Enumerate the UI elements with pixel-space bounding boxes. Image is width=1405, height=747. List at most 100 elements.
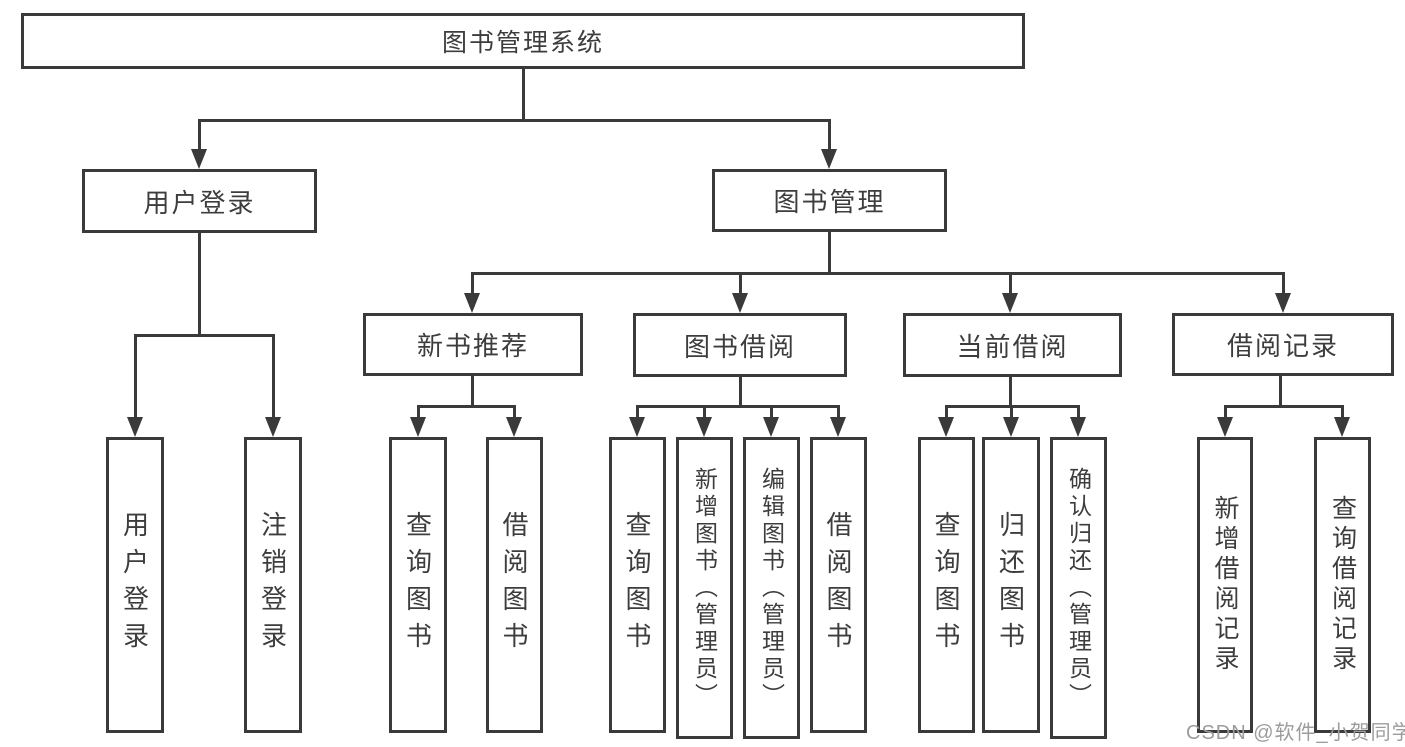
connector-bar bbox=[133, 333, 275, 337]
arrow-shaft bbox=[1281, 273, 1285, 293]
arrow-shaft bbox=[1008, 273, 1012, 293]
arrow-head-icon bbox=[732, 293, 748, 313]
arrow-head-icon bbox=[696, 417, 712, 437]
arrow-head-icon bbox=[938, 417, 954, 437]
node-current-borrow: 当前借阅 bbox=[903, 313, 1122, 377]
arrow-shaft bbox=[944, 406, 948, 417]
node-leaf-borrow-book: 借阅图书 bbox=[810, 437, 867, 733]
node-root: 图书管理系统 bbox=[21, 13, 1025, 69]
node-leaf-return-book: 归还图书 bbox=[982, 437, 1040, 733]
node-new-book: 新书推荐 bbox=[363, 313, 583, 376]
connector-arrow bbox=[1275, 273, 1291, 313]
arrow-head-icon bbox=[629, 417, 645, 437]
node-book-mgmt: 图书管理 bbox=[712, 169, 947, 232]
connector-stub bbox=[521, 69, 525, 121]
arrow-head-icon bbox=[1070, 417, 1086, 437]
node-book-borrow: 图书借阅 bbox=[633, 313, 847, 377]
connector-bar bbox=[470, 271, 1285, 275]
connector-bar bbox=[1223, 404, 1344, 408]
connector-arrow bbox=[938, 406, 954, 437]
connector-bar bbox=[416, 404, 516, 408]
connector-arrow bbox=[732, 273, 748, 313]
node-label-leaf-borrow-book: 借阅图书 bbox=[823, 511, 853, 659]
arrow-head-icon bbox=[763, 417, 779, 437]
arrow-head-icon bbox=[821, 149, 837, 169]
connector-arrow bbox=[1334, 406, 1350, 437]
arrow-shaft bbox=[769, 406, 773, 417]
connector-arrow bbox=[506, 406, 522, 437]
node-label-current-borrow: 当前借阅 bbox=[956, 331, 1069, 362]
node-leaf-query-book-cur: 查询图书 bbox=[918, 437, 975, 733]
node-label-root: 图书管理系统 bbox=[441, 29, 604, 57]
node-label-user-login: 用户登录 bbox=[143, 187, 256, 218]
arrow-shaft bbox=[271, 335, 275, 417]
connector-arrow bbox=[1003, 406, 1019, 437]
connector-bar bbox=[197, 118, 831, 122]
arrow-shaft bbox=[836, 406, 840, 417]
node-label-borrow-record: 借阅记录 bbox=[1226, 331, 1339, 361]
arrow-head-icon bbox=[127, 417, 143, 437]
arrow-shaft bbox=[133, 335, 137, 417]
node-label-leaf-confirm-return: 确认归还（管理员） bbox=[1065, 466, 1092, 710]
connector-arrow bbox=[1217, 406, 1233, 437]
connector-stub bbox=[827, 232, 831, 275]
connector-arrow bbox=[191, 120, 207, 169]
arrow-shaft bbox=[827, 120, 831, 149]
arrow-shaft bbox=[1076, 406, 1080, 417]
node-label-leaf-logout: 注销登录 bbox=[257, 511, 288, 659]
arrow-shaft bbox=[702, 406, 706, 417]
arrow-head-icon bbox=[830, 417, 846, 437]
connector-stub bbox=[470, 375, 474, 408]
arrow-head-icon bbox=[1275, 293, 1291, 313]
node-label-leaf-query-book-brw: 查询图书 bbox=[622, 511, 652, 659]
node-label-leaf-user-login: 用户登录 bbox=[119, 511, 150, 659]
node-leaf-user-login: 用户登录 bbox=[106, 437, 164, 733]
node-label-leaf-add-record: 新增借阅记录 bbox=[1211, 495, 1239, 675]
connector-stub bbox=[1008, 377, 1012, 408]
node-leaf-query-record: 查询借阅记录 bbox=[1314, 437, 1371, 733]
arrow-head-icon bbox=[1002, 293, 1018, 313]
node-label-leaf-return-book: 归还图书 bbox=[995, 511, 1026, 659]
connector-arrow bbox=[127, 335, 143, 437]
arrow-shaft bbox=[738, 273, 742, 293]
arrow-shaft bbox=[1340, 406, 1344, 417]
arrow-head-icon bbox=[410, 417, 426, 437]
connector-stub bbox=[738, 377, 742, 408]
node-label-new-book: 新书推荐 bbox=[416, 331, 529, 361]
csdn-watermark: CSDN @软件_小贺同学 bbox=[1186, 722, 1405, 744]
arrow-shaft bbox=[1223, 406, 1227, 417]
arrow-shaft bbox=[512, 406, 516, 417]
arrow-head-icon bbox=[1334, 417, 1350, 437]
node-label-leaf-add-book: 新增图书（管理员） bbox=[691, 466, 718, 710]
connector-arrow bbox=[821, 120, 837, 169]
node-borrow-record: 借阅记录 bbox=[1172, 313, 1394, 376]
node-leaf-add-book: 新增图书（管理员） bbox=[676, 437, 733, 739]
node-label-leaf-query-book-cur: 查询图书 bbox=[931, 511, 961, 659]
arrow-head-icon bbox=[1003, 417, 1019, 437]
arrow-head-icon bbox=[464, 293, 480, 313]
connector-arrow bbox=[696, 406, 712, 437]
connector-arrow bbox=[1070, 406, 1086, 437]
node-label-leaf-edit-book: 编辑图书（管理员） bbox=[758, 466, 785, 710]
node-label-book-mgmt: 图书管理 bbox=[773, 187, 886, 217]
connector-stub bbox=[1278, 375, 1282, 408]
connector-stub bbox=[197, 233, 201, 337]
arrow-head-icon bbox=[1217, 417, 1233, 437]
connector-arrow bbox=[464, 273, 480, 313]
node-leaf-edit-book: 编辑图书（管理员） bbox=[743, 437, 800, 739]
node-leaf-borrow-book-new: 借阅图书 bbox=[486, 437, 543, 733]
node-leaf-query-book-brw: 查询图书 bbox=[609, 437, 666, 733]
connector-arrow bbox=[629, 406, 645, 437]
node-leaf-add-record: 新增借阅记录 bbox=[1197, 437, 1253, 733]
node-label-leaf-query-record: 查询借阅记录 bbox=[1328, 495, 1357, 675]
arrow-shaft bbox=[470, 273, 474, 293]
node-leaf-confirm-return: 确认归还（管理员） bbox=[1050, 437, 1107, 739]
connector-arrow bbox=[265, 335, 281, 437]
node-label-leaf-query-book-new: 查询图书 bbox=[402, 511, 433, 659]
arrow-head-icon bbox=[265, 417, 281, 437]
connector-bar bbox=[635, 404, 840, 408]
node-leaf-query-book-new: 查询图书 bbox=[389, 437, 447, 733]
node-label-leaf-borrow-book-new: 借阅图书 bbox=[499, 511, 529, 659]
connector-arrow bbox=[763, 406, 779, 437]
